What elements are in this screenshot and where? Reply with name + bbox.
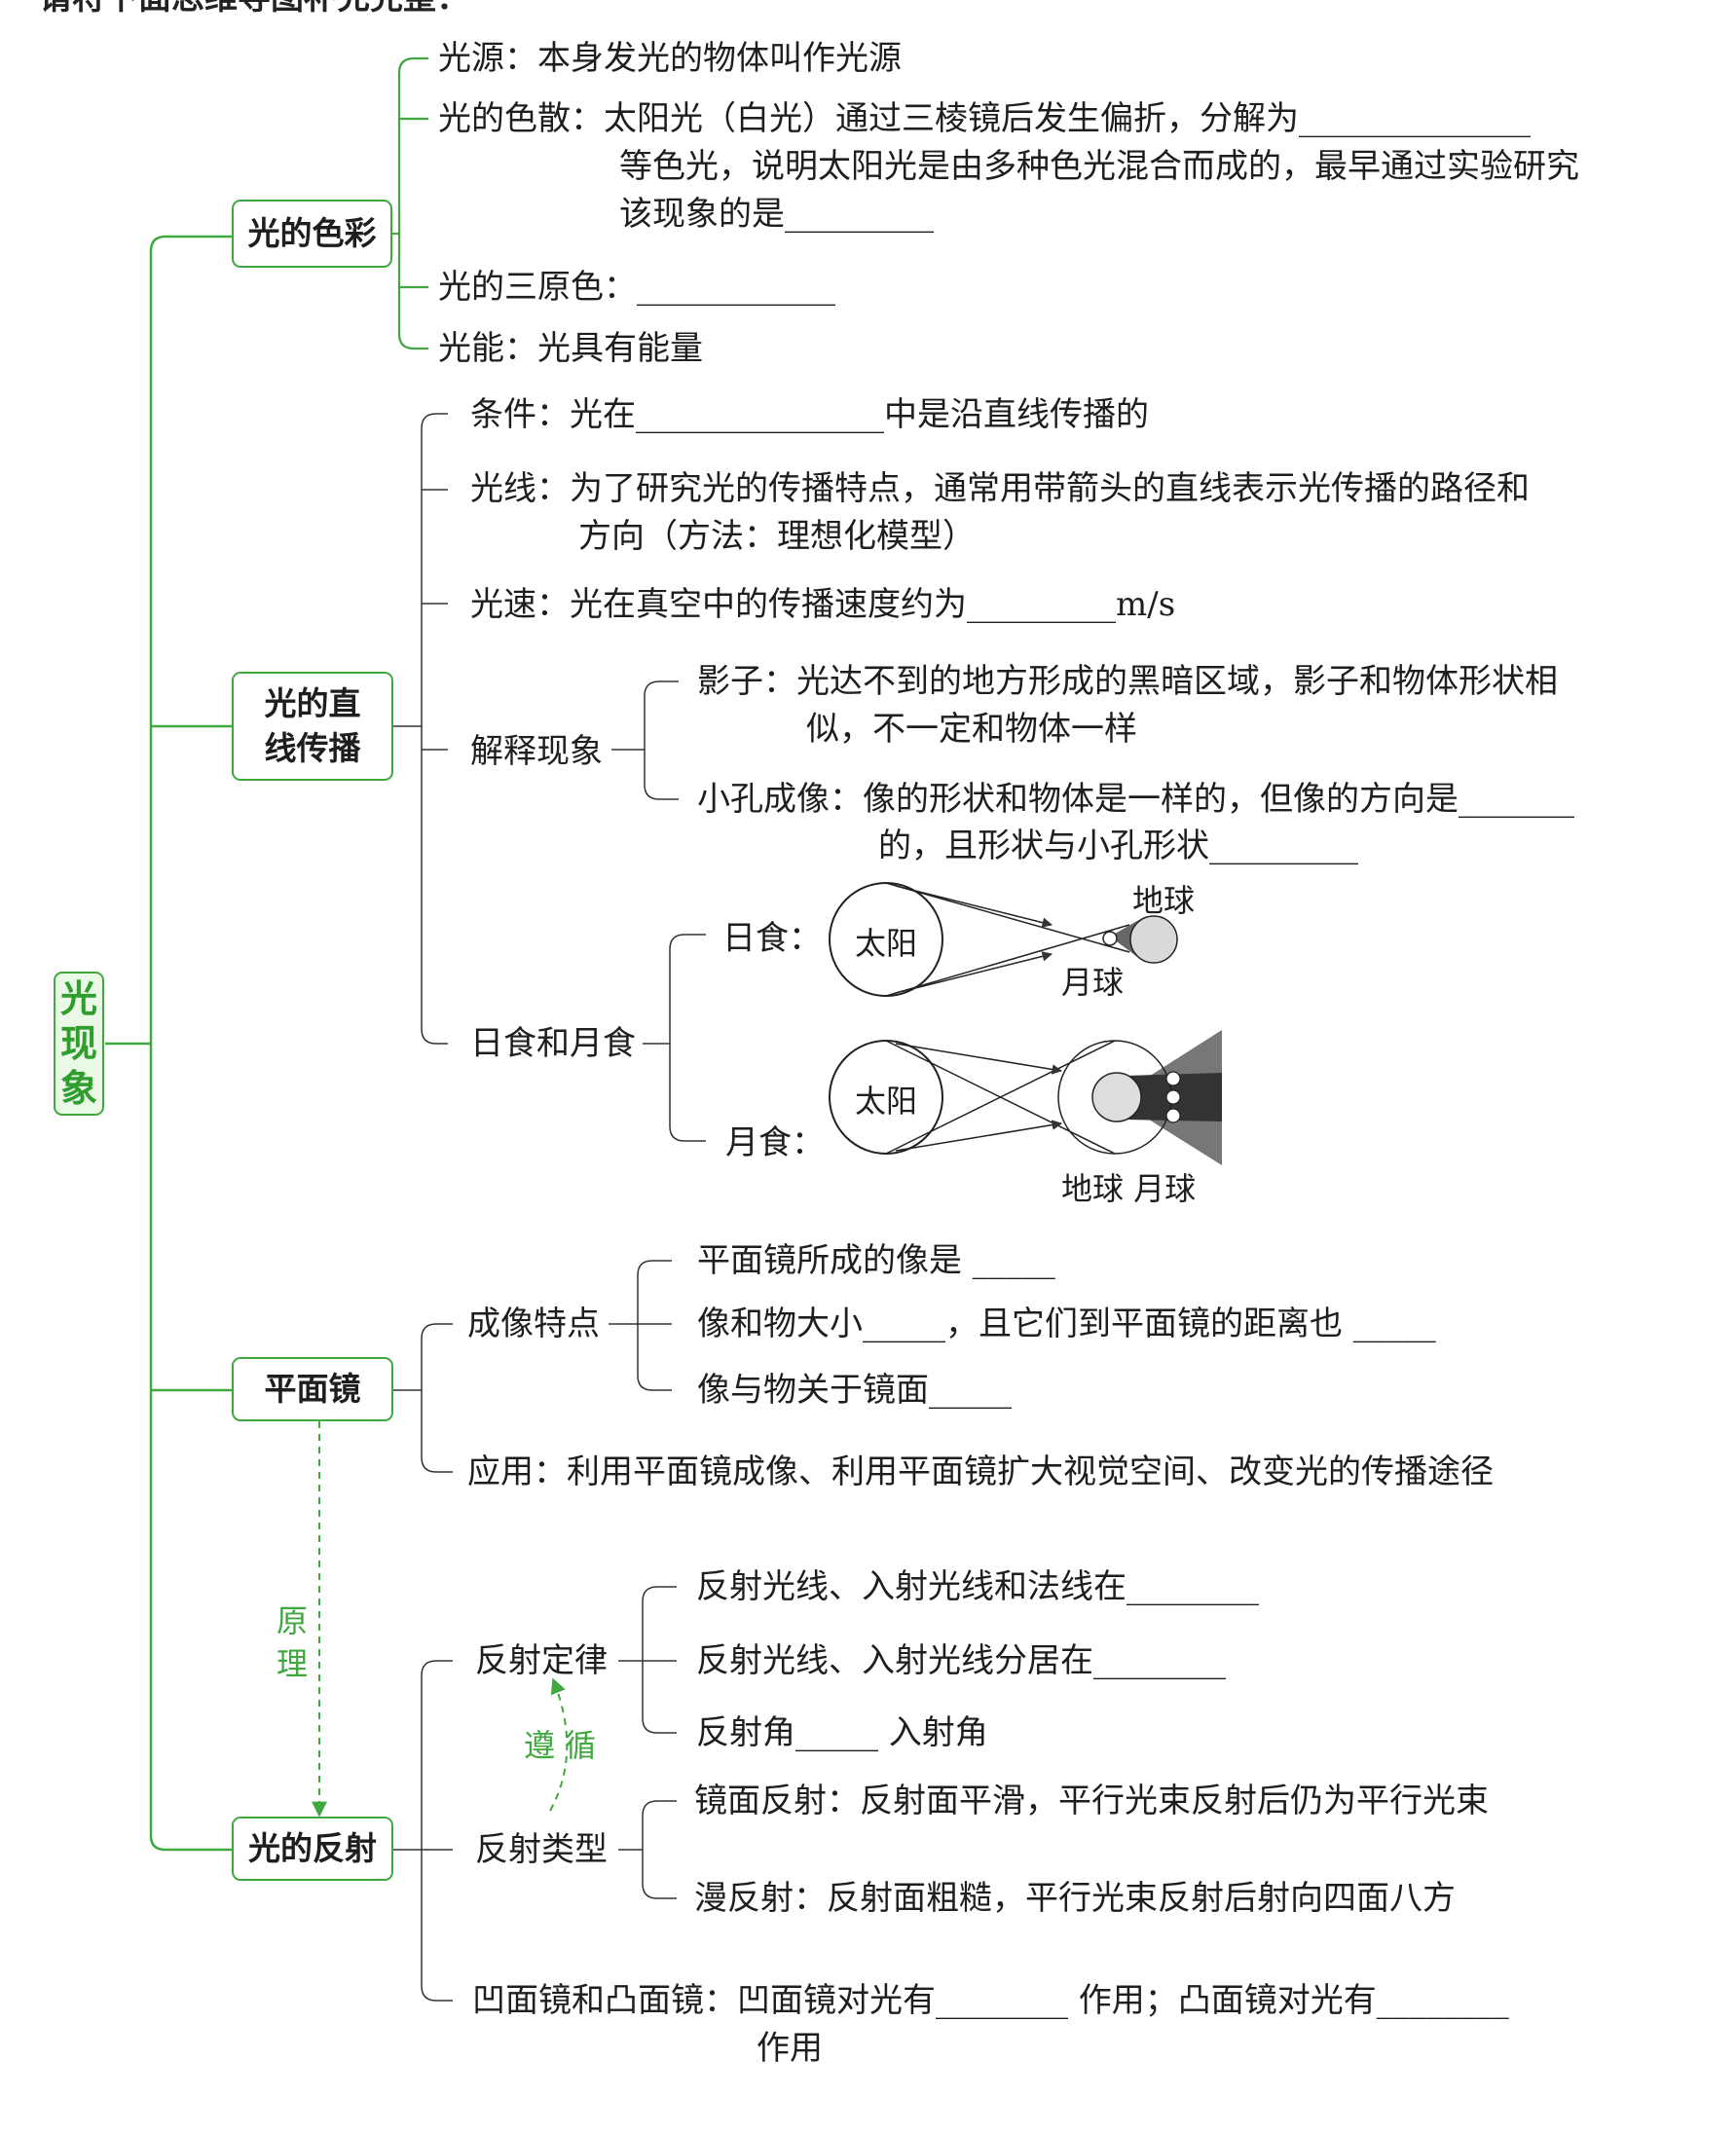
straight-shadow-line2: 似，不一定和物体一样 (806, 710, 1137, 749)
reflection-law-1: 反射光线、入射光线和法线在________ (696, 1567, 1259, 1606)
straight-shadow-line1: 影子：光达不到的地方形成的黑暗区域，影子和物体形状相 (697, 662, 1558, 701)
reflection-diffuse: 漫反射：反射面粗糙，平行光束反射后射向四面八方 (694, 1879, 1456, 1918)
principle-arrow (312, 1421, 569, 1818)
branch-straight: 光的直 线传播 (232, 672, 393, 781)
instruction-text: 请将下面思维导图补充完整： (39, 0, 469, 18)
color-dispersion-line3: 该现象的是_________ (619, 195, 934, 234)
mirror-bracket (393, 1260, 672, 1473)
mirror-feature-2: 像和物大小_____，且它们到平面镜的距离也 _____ (697, 1305, 1436, 1343)
lunar-earth-moon-label: 地球 月球 (1061, 1170, 1197, 1207)
lunar-eclipse-diagram (829, 1030, 1222, 1165)
lunar-sun-label: 太阳 (855, 1083, 918, 1120)
root-label: 光现象 (59, 977, 97, 1110)
follow-label: 遵 循 (524, 1727, 597, 1764)
straight-eclipse: 日食和月食 (470, 1024, 636, 1063)
principle-label-1: 原 (277, 1602, 309, 1639)
straight-ray-line2: 方向（方法：理想化模型） (578, 517, 976, 556)
reflection-specular: 镜面反射：反射面平滑，平行光束反射后仍为平行光束 (694, 1782, 1489, 1820)
color-dispersion-line2: 等色光，说明太阳光是由多种色光混合而成的，最早通过实验研究 (619, 147, 1579, 186)
branch-reflection-label: 光的反射 (248, 1829, 377, 1867)
straight-explain: 解释现象 (470, 732, 603, 771)
main-trunk (105, 235, 232, 1852)
root-node: 光现象 (54, 972, 104, 1116)
branch-straight-label-1: 光的直 (264, 684, 361, 722)
reflection-law-3: 反射角_____ 入射角 (696, 1713, 988, 1752)
reflection-law: 反射定律 (475, 1641, 608, 1680)
color-bracket (392, 56, 428, 350)
branch-mirror: 平面镜 (232, 1357, 393, 1421)
straight-pinhole-line1: 小孔成像：像的形状和物体是一样的，但像的方向是_______ (697, 780, 1574, 819)
solar-eclipse-label: 日食： (722, 919, 822, 958)
mirror-feature-3: 像与物关于镜面_____ (697, 1371, 1012, 1410)
reflection-law-2: 反射光线、入射光线分居在________ (696, 1641, 1226, 1680)
lunar-eclipse-label: 月食： (725, 1123, 825, 1162)
solar-earth-label: 地球 (1132, 882, 1196, 919)
branch-color-label: 光的色彩 (247, 214, 377, 252)
color-source: 光源：本身发光的物体叫作光源 (438, 39, 902, 78)
solar-eclipse-diagram (829, 882, 1178, 997)
straight-condition: 条件：光在_______________中是沿直线传播的 (470, 395, 1149, 434)
straight-speed: 光速：光在真空中的传播速度约为_________m/s (470, 585, 1176, 624)
color-energy: 光能：光具有能量 (438, 329, 703, 368)
straight-pinhole-line2: 的，且形状与小孔形状_________ (878, 827, 1358, 865)
branch-reflection: 光的反射 (232, 1817, 393, 1881)
solar-sun-label: 太阳 (855, 925, 918, 962)
color-primary: 光的三原色：____________ (438, 268, 835, 307)
reflection-types: 反射类型 (475, 1830, 608, 1869)
mirror-features: 成像特点 (467, 1305, 600, 1343)
branch-mirror-label: 平面镜 (264, 1370, 361, 1408)
principle-label-2: 理 (277, 1645, 309, 1682)
straight-ray-line1: 光线：为了研究光的传播特点，通常用带箭头的直线表示光传播的路径和 (470, 469, 1530, 508)
straight-bracket (393, 413, 706, 1142)
reflection-curved-line1: 凹面镜和凸面镜：凹面镜对光有________ 作用；凸面镜对光有________ (472, 1981, 1509, 2020)
branch-color: 光的色彩 (232, 200, 392, 268)
mirror-feature-1: 平面镜所成的像是 _____ (697, 1241, 1055, 1280)
reflection-bracket (393, 1586, 677, 2002)
solar-moon-label: 月球 (1061, 964, 1125, 1001)
mirror-application: 应用：利用平面镜成像、利用平面镜扩大视觉空间、改变光的传播途径 (467, 1452, 1494, 1491)
color-dispersion-line1: 光的色散：太阳光（白光）通过三棱镜后发生偏折，分解为______________ (438, 99, 1531, 138)
reflection-curved-line2: 作用 (757, 2029, 823, 2068)
branch-straight-label-2: 线传播 (264, 729, 361, 767)
